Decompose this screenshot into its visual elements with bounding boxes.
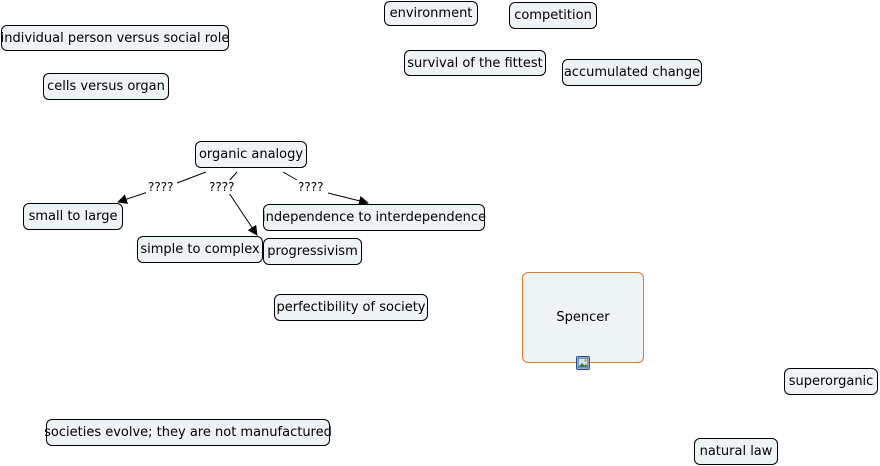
node-survival-of-the-fittest[interactable]: survival of the fittest	[404, 50, 546, 76]
link-organic-to-simple-a	[228, 171, 238, 182]
node-cells-versus-organ[interactable]: cells versus organ	[43, 73, 169, 100]
node-environment[interactable]: environment	[384, 1, 478, 26]
link-organic-to-simple-b	[228, 192, 258, 236]
node-spencer-label: Spencer	[556, 310, 610, 325]
link-organic-to-independence-b	[327, 192, 369, 206]
link-organic-to-smalltolarge-b	[117, 191, 149, 204]
node-competition[interactable]: competition	[509, 2, 597, 29]
image-icon[interactable]	[576, 356, 590, 370]
node-individual-person[interactable]: individual person versus social role	[1, 25, 229, 51]
node-independence-to-interdependence[interactable]: independence to interdependence	[262, 204, 486, 231]
node-spencer[interactable]: Spencer	[522, 272, 644, 363]
link-label-small: ????	[146, 180, 176, 194]
link-label-simple: ????	[207, 180, 237, 194]
image-icon-graphic	[577, 357, 589, 369]
node-societies-evolve[interactable]: societies evolve; they are not manufactu…	[44, 419, 332, 446]
node-accumulated-change[interactable]: accumulated change	[562, 59, 702, 86]
node-organic-analogy[interactable]: organic analogy	[195, 141, 307, 168]
link-organic-to-independence-a	[282, 171, 298, 181]
node-natural-law[interactable]: natural law	[694, 438, 778, 465]
node-simple-to-complex[interactable]: simple to complex	[137, 236, 263, 263]
node-superorganic[interactable]: superorganic	[784, 368, 878, 395]
node-perfectibility-of-society[interactable]: perfectibility of society	[274, 294, 428, 321]
node-small-to-large[interactable]: small to large	[23, 203, 123, 230]
node-progressivism[interactable]: progressivism	[263, 238, 362, 265]
link-organic-to-smalltolarge-a	[176, 171, 207, 184]
link-label-independence: ????	[296, 180, 326, 194]
